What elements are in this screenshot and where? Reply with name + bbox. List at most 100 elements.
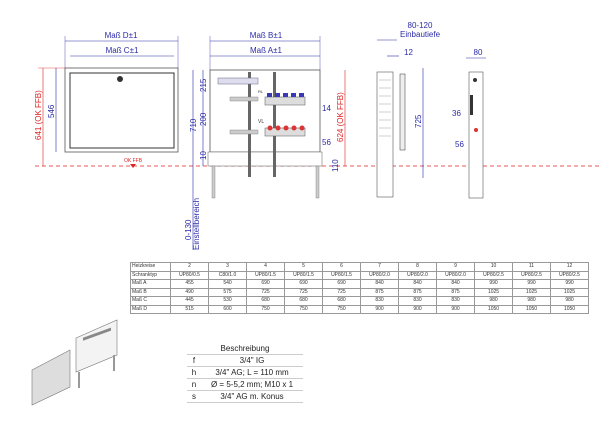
table-cell: 2 <box>170 262 209 272</box>
table-cell: 6 <box>322 262 361 272</box>
table-cell: 990 <box>550 279 589 289</box>
depth-label: 80-120 <box>408 21 433 30</box>
dim-110-label: 110 <box>331 159 340 172</box>
row-header: Maß A <box>130 279 171 289</box>
table-cell: 1025 <box>512 287 551 297</box>
vl-label: VL <box>258 119 264 125</box>
dim-710-label: 710 <box>189 118 198 132</box>
dim-725-label: 725 <box>414 114 423 128</box>
table-cell: 725 <box>284 287 323 297</box>
dim-d-label: Maß D±1 <box>105 31 138 40</box>
table-cell: 725 <box>246 287 285 297</box>
floor-marker-icon <box>130 164 136 168</box>
legend-value: 3/4" AG; L = 110 mm <box>201 366 303 379</box>
dim-36-label: 36 <box>452 109 461 118</box>
table-cell: 445 <box>170 296 209 306</box>
table-cell: 980 <box>474 296 513 306</box>
back-view: RL VL Maß B±1 Maß A±1 215 200 710 10 0-1… <box>184 31 346 250</box>
rl-label: RL <box>258 89 264 94</box>
table-cell: 455 <box>170 279 209 289</box>
ok-ffb-label: OK FFB <box>124 158 143 164</box>
dim-14-label: 14 <box>322 104 331 113</box>
table-cell: 875 <box>398 287 437 297</box>
legend-value: 3/4" AG m. Konus <box>201 390 303 403</box>
legend-key: h <box>187 366 201 379</box>
table-cell: 750 <box>246 304 285 314</box>
dim-10-label: 10 <box>199 151 208 160</box>
row-header: Maß D <box>130 304 171 314</box>
table-cell: 840 <box>436 279 475 289</box>
dim-b-label: Maß B±1 <box>250 31 283 40</box>
table-cell: 4 <box>246 262 285 272</box>
table-cell: 10 <box>474 262 513 272</box>
table-cell: 875 <box>360 287 399 297</box>
table-cell: 750 <box>284 304 323 314</box>
dim-200-label: 200 <box>199 112 208 126</box>
table-cell: C80/1.0 <box>208 270 247 280</box>
side-view: 80-120 Einbautiefe 12 725 <box>376 21 441 198</box>
table-cell: 12 <box>550 262 589 272</box>
dim-641-label: 641 (OK FFB) <box>34 90 43 140</box>
table-cell: UP80/2.0 <box>398 270 437 280</box>
table-cell: 600 <box>208 304 247 314</box>
legend-key: s <box>187 390 201 403</box>
row-header: Maß C <box>130 296 171 306</box>
table-cell: 1025 <box>550 287 589 297</box>
table-cell: 680 <box>246 296 285 306</box>
table-cell: 990 <box>474 279 513 289</box>
table-cell: UP80/2.0 <box>360 270 399 280</box>
door-lock-icon <box>117 76 123 82</box>
dim-c-label: Maß C±1 <box>106 46 139 55</box>
table-cell: 690 <box>284 279 323 289</box>
table-cell: 750 <box>322 304 361 314</box>
legend-key: f <box>187 354 201 367</box>
table-cell: 3 <box>208 262 247 272</box>
table-cell: UP80/2.5 <box>474 270 513 280</box>
table-cell: UP80/0.5 <box>170 270 209 280</box>
table-cell: UP80/2.0 <box>436 270 475 280</box>
legend-key: n <box>187 378 201 391</box>
table-cell: 515 <box>170 304 209 314</box>
table-cell: 990 <box>512 279 551 289</box>
depth-caption: Einbautiefe <box>400 30 441 39</box>
table-cell: 11 <box>512 262 551 272</box>
table-cell: UP80/1.5 <box>322 270 361 280</box>
row-header: Maß B <box>130 287 171 297</box>
table-cell: UP80/2.5 <box>512 270 551 280</box>
table-cell: 530 <box>208 296 247 306</box>
table-cell: 830 <box>398 296 437 306</box>
table-cell: 690 <box>246 279 285 289</box>
dim-546-label: 546 <box>47 104 56 118</box>
table-cell: 575 <box>208 287 247 297</box>
table-cell: UP80/1.5 <box>284 270 323 280</box>
table-cell: 680 <box>322 296 361 306</box>
table-cell: 900 <box>360 304 399 314</box>
dim-56-narrow-label: 56 <box>455 140 464 149</box>
adjust-range-label: Einstellbereich <box>192 198 201 250</box>
dim-a-label: Maß A±1 <box>250 46 283 55</box>
table-cell: 9 <box>436 262 475 272</box>
table-cell: 840 <box>360 279 399 289</box>
table-cell: UP80/1.5 <box>246 270 285 280</box>
dim-80-label: 80 <box>474 48 483 57</box>
legend-title: Beschreibung <box>187 343 303 355</box>
table-cell: 7 <box>360 262 399 272</box>
table-cell: 680 <box>284 296 323 306</box>
table-cell: 875 <box>436 287 475 297</box>
table-cell: 1050 <box>512 304 551 314</box>
table-cell: 1025 <box>474 287 513 297</box>
dim-215-label: 215 <box>199 78 208 92</box>
table-cell: 8 <box>398 262 437 272</box>
cabinet-3d-illustration <box>31 319 118 406</box>
narrow-view: 80 36 56 <box>452 48 486 199</box>
